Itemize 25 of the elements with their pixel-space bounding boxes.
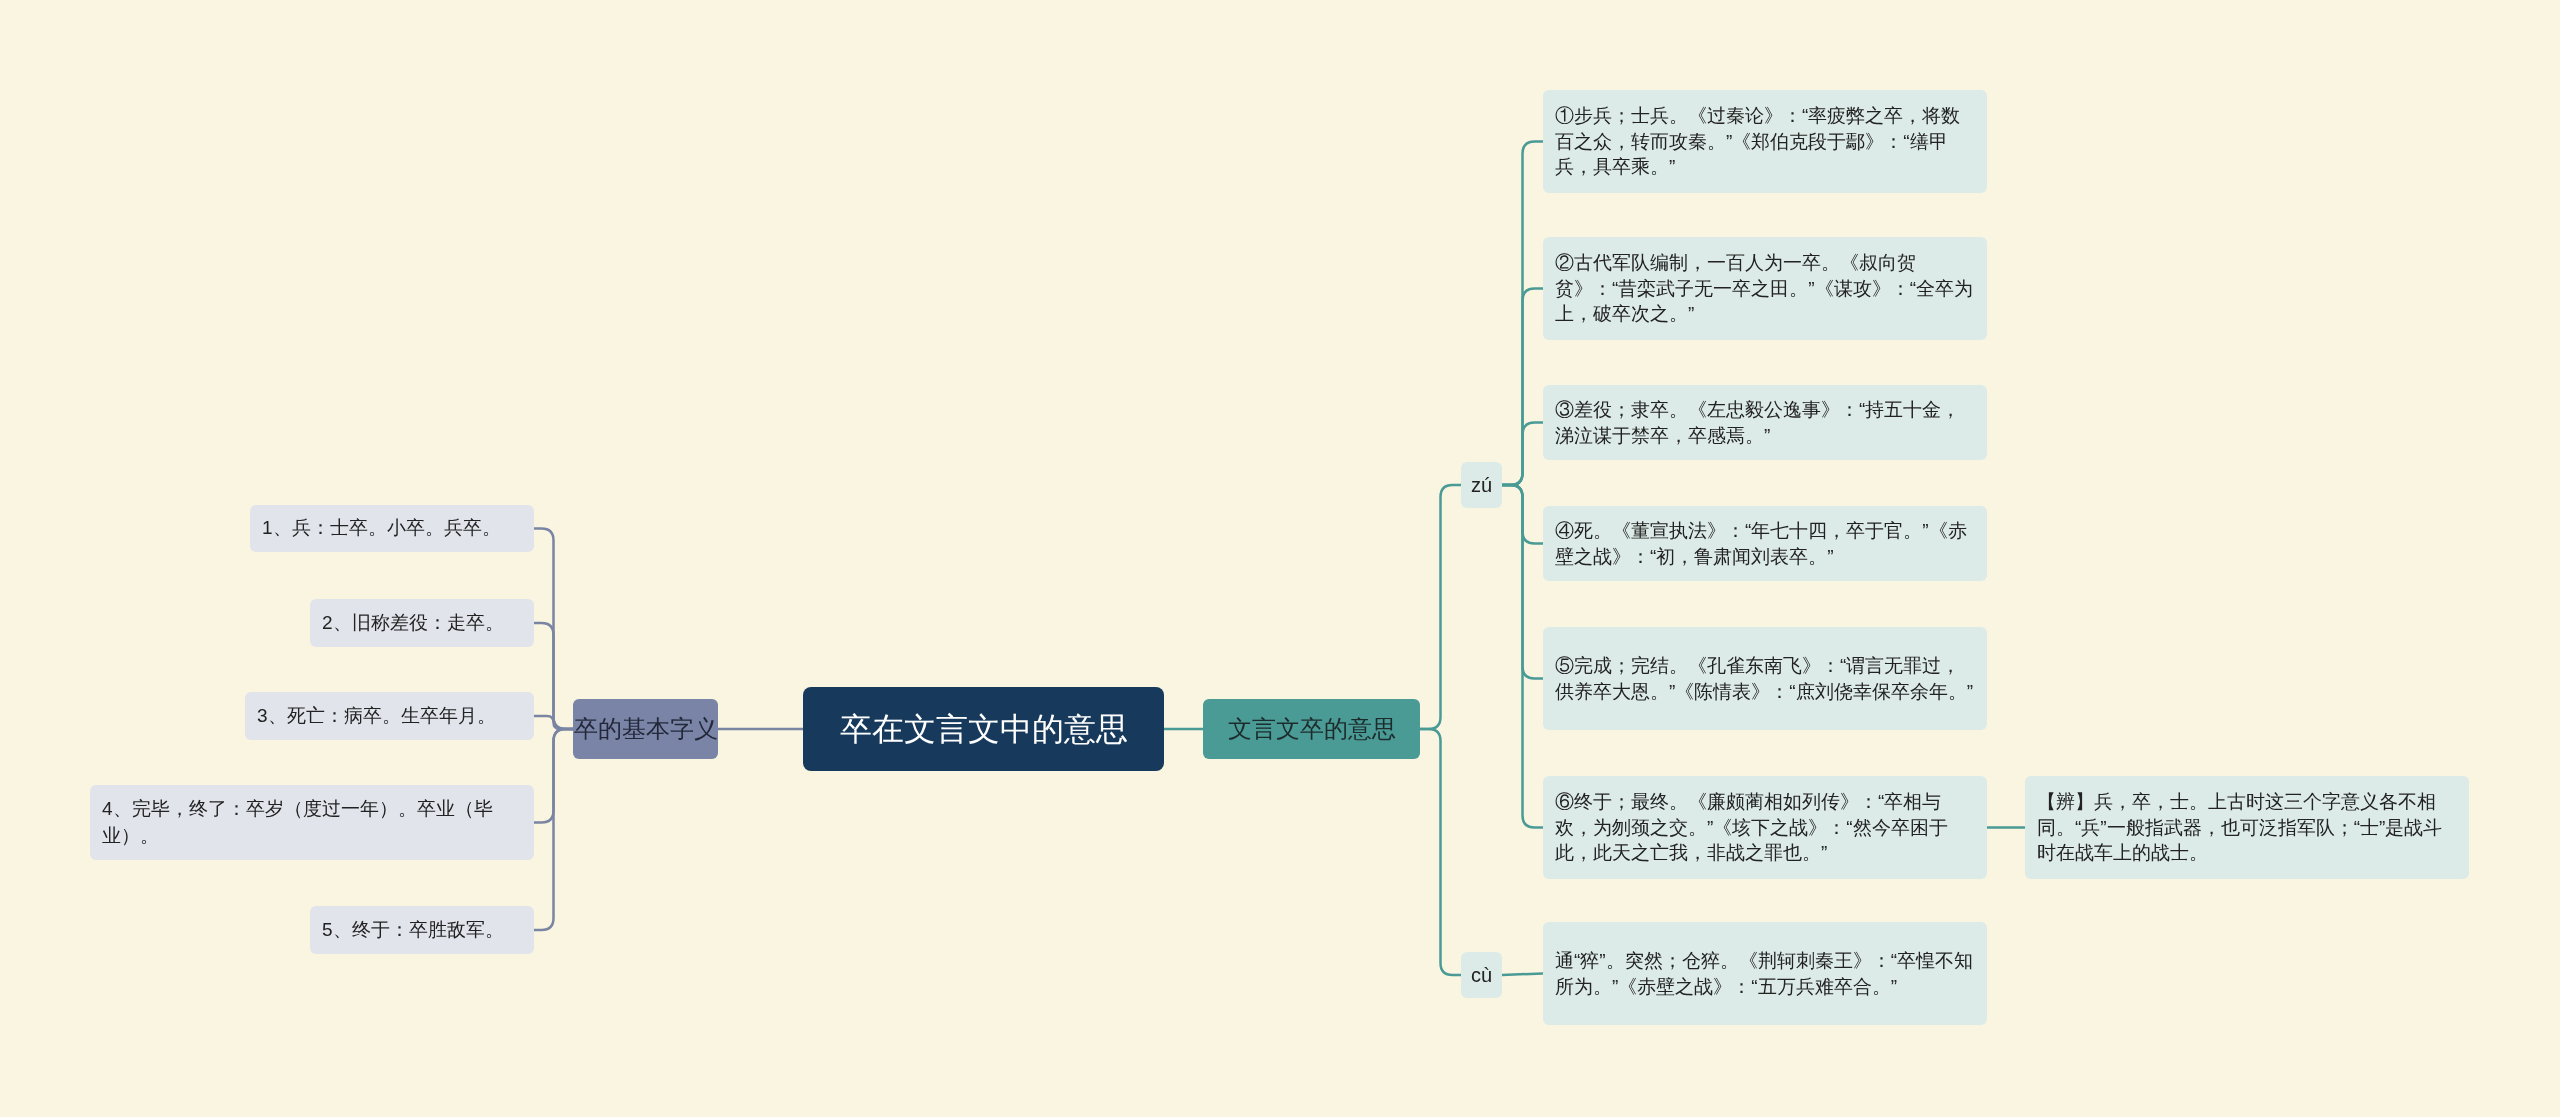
subtopic-box: 通“猝”。突然；仓猝。《荆轲刺秦王》：“卒惶不知所为。”《赤壁之战》：“五万兵难卒合。” [1543,922,1987,1025]
connector-line [1987,826,2025,829]
subtopic-box: 5、终于：卒胜敌军。 [310,906,534,954]
subtopic-box: ⑤完成；完结。《孔雀东南飞》：“谓言无罪过，供养卒大恩。”《陈情表》：“庶刘侥幸保卒余年。” [1543,627,1987,730]
subtopic-box: 3、死亡：病卒。生卒年月。 [245,692,534,740]
subtopic-box: ④死。《董宣执法》：“年七十四，卒于官。”《赤壁之战》：“初，鲁肃闻刘表卒。” [1543,506,1987,581]
pronunciation-topic: zú [1461,462,1502,508]
subtopic-box: 1、兵：士卒。小卒。兵卒。 [250,505,534,552]
connector-line [1164,727,1203,731]
subtopic-box: ⑥终于；最终。《廉颇蔺相如列传》：“卒相与欢，为刎颈之交。”《垓下之战》：“然今卒困于此，此天之亡我，非战之罪也。” [1543,776,1987,879]
branch-topic: 文言文卒的意思 [1203,699,1420,759]
subtopic-box: 【辨】兵，卒，士。上古时这三个字意义各不相同。“兵”一般指武器，也可泛指军队；“士”是战斗时在战车上的战士。 [2025,776,2469,879]
connector-line [1420,727,1461,977]
connector-line [534,727,573,932]
connector-line [718,727,803,731]
subtopic-box: ③差役；隶卒。《左忠毅公逸事》：“持五十金，涕泣谋于禁卒，卒感焉。” [1543,385,1987,460]
subtopic-box: ①步兵；士兵。《过秦论》：“率疲弊之卒，将数百之众，转而攻秦。”《郑伯克段于鄢》：“缮甲兵，具卒乘。” [1543,90,1987,193]
subtopic-box: ②古代军队编制，一百人为一卒。《叔向贺贫》：“昔栾武子无一卒之田。”《谋攻》：“全卒为上，破卒次之。” [1543,237,1987,340]
pronunciation-topic: cù [1461,952,1502,998]
subtopic-box: 4、完毕，终了：卒岁（度过一年）。卒业（毕业）。 [90,785,534,860]
branch-topic: 卒的基本字义 [573,699,718,759]
central-topic: 卒在文言文中的意思 [803,687,1164,771]
subtopic-box: 2、旧称差役：走卒。 [310,599,534,647]
connector-line [1502,483,1543,829]
connector-line [1501,972,1544,977]
